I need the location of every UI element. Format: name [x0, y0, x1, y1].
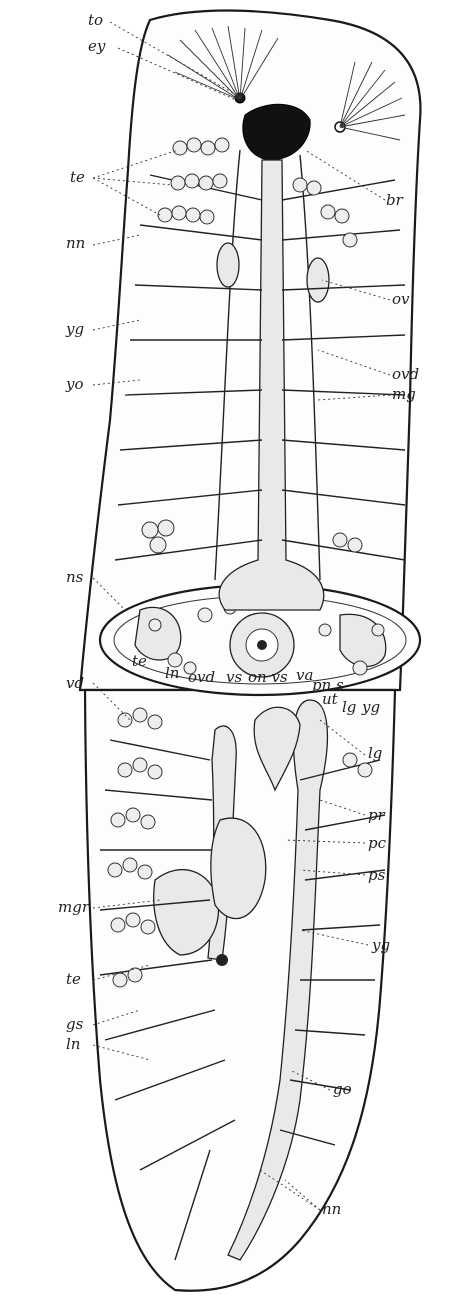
- label-pr: pr: [368, 806, 386, 824]
- label-yg-top: yg: [65, 320, 84, 338]
- label-go: go: [333, 1080, 352, 1098]
- label-yg-mid: yg: [361, 698, 380, 716]
- label-lg: lg: [368, 744, 382, 762]
- ovary-left: [217, 243, 239, 287]
- label-vs: vs: [226, 668, 242, 686]
- label-mgr: mgr: [58, 898, 90, 916]
- label-mg: mg: [392, 385, 416, 403]
- label-te-mid: te: [132, 652, 147, 670]
- label-pc: pc: [368, 834, 387, 852]
- label-va: va: [296, 666, 313, 684]
- label-te-low: te: [66, 970, 81, 988]
- label-nn-top: nn: [66, 234, 85, 252]
- label-ov: ov: [392, 290, 410, 308]
- label-ovd: ovd: [392, 365, 419, 383]
- label-nn-low: nn: [322, 1200, 341, 1218]
- label-te-top: te: [70, 168, 85, 186]
- label-ut: ut: [322, 690, 339, 708]
- label-ln-mid: ln: [165, 664, 179, 682]
- penis-bulb: [211, 818, 266, 919]
- ovary-right: [307, 258, 329, 302]
- label-ey: ey: [88, 37, 106, 55]
- genital-opening: [216, 954, 228, 966]
- label-ps: ps: [368, 866, 386, 884]
- label-on-vs: on vs: [248, 668, 288, 686]
- label-ovd-mid: ovd: [188, 668, 215, 686]
- label-ns: ns: [66, 568, 84, 586]
- label-br: br: [386, 191, 404, 209]
- label-ln-low: ln: [66, 1035, 80, 1053]
- label-yo: yo: [65, 375, 84, 393]
- lower-body-outline: [85, 690, 395, 1291]
- label-lg-mid: lg: [342, 698, 356, 716]
- label-to: to: [88, 11, 103, 29]
- label-yg-low: yg: [371, 936, 390, 954]
- label-vd: vd: [66, 674, 84, 692]
- label-gs: gs: [66, 1015, 84, 1033]
